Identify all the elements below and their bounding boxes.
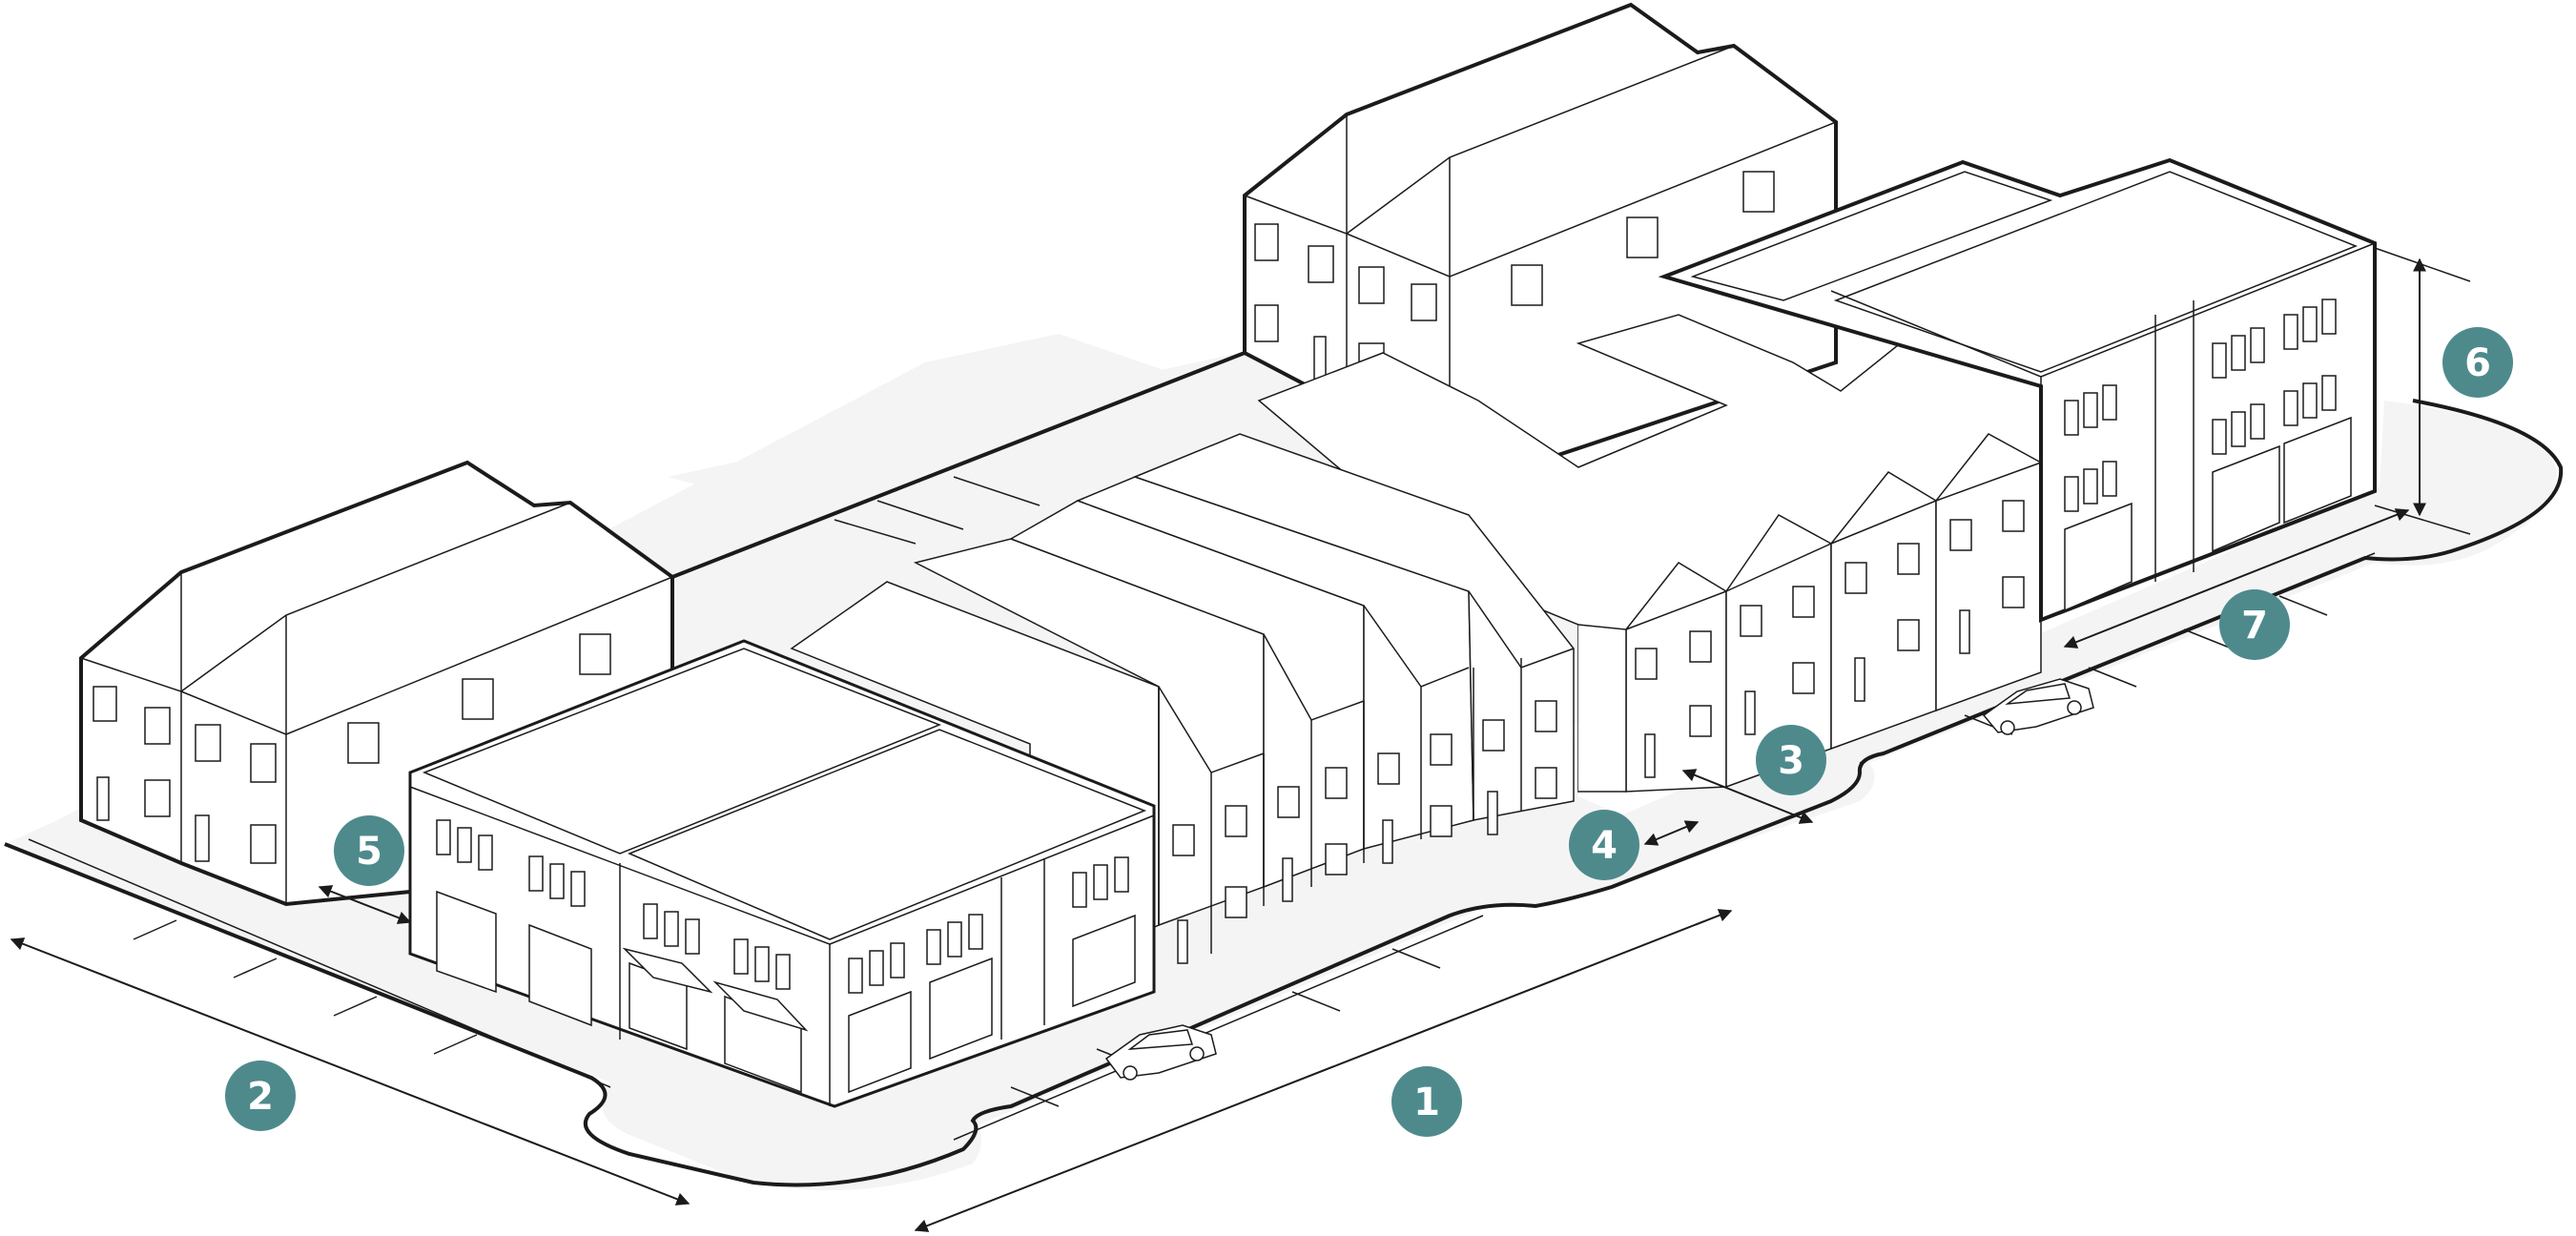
row-houses-right [1577,433,2042,793]
callout-5: 5 [334,815,404,886]
lot-line [671,351,1246,579]
svg-text:6: 6 [2464,341,2491,385]
car-icon [1982,678,2094,735]
svg-text:1: 1 [1413,1081,1440,1124]
svg-text:4: 4 [1591,824,1618,868]
dimension-2-line [10,937,690,1205]
svg-text:7: 7 [2241,604,2268,648]
svg-text:2: 2 [247,1075,274,1119]
yard-lines [834,476,1041,545]
svg-text:3: 3 [1778,739,1804,783]
callout-7: 7 [2219,589,2290,660]
dimension-7-line [2063,508,2410,649]
callout-1: 1 [1391,1066,1462,1137]
dimension-4-line [1643,820,1700,846]
dimension-3-line [1681,769,1814,824]
callout-3: 3 [1756,725,1826,795]
callout-4: 4 [1569,810,1639,880]
callout-2: 2 [225,1061,296,1131]
callout-6: 6 [2442,327,2513,398]
dimension-5-line [318,885,412,924]
dimension-1-line [914,909,1733,1232]
dimension-lines [10,247,2471,1232]
svg-text:5: 5 [356,830,382,874]
